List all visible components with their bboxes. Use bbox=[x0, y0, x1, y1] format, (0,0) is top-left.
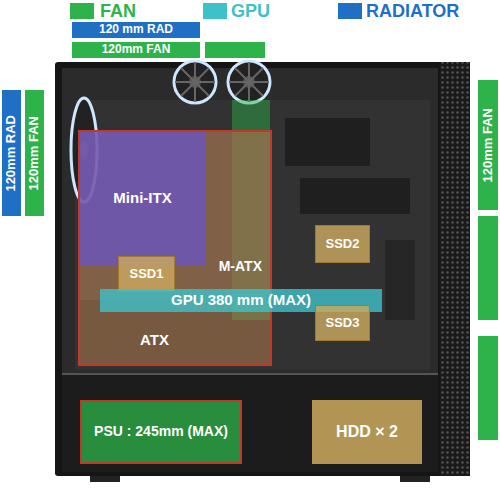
front-mesh bbox=[440, 62, 470, 476]
tray-cutout bbox=[300, 178, 410, 214]
node-label: 120mm FAN bbox=[27, 116, 41, 190]
fan-bar: 120mm FAN bbox=[25, 90, 44, 216]
case-body bbox=[55, 62, 470, 476]
top-fan bbox=[174, 61, 216, 103]
mini-itx-board-area: Mini-ITX bbox=[80, 132, 205, 265]
node-label: SSD3 bbox=[326, 316, 360, 330]
node-label: HDD × 2 bbox=[336, 423, 398, 441]
legend-text: GPU bbox=[231, 1, 270, 21]
top-fan bbox=[228, 61, 270, 103]
node-label: 120mm RAD bbox=[4, 115, 18, 192]
ssd-mount: SSD1 bbox=[118, 256, 175, 292]
radiator-bar: 120mm RAD bbox=[2, 90, 21, 216]
shroud-edge bbox=[62, 373, 438, 375]
case-foot bbox=[400, 476, 430, 482]
psu-shroud bbox=[62, 374, 438, 472]
case-foot bbox=[90, 476, 120, 482]
case-interior bbox=[62, 68, 438, 374]
ssd-mount: SSD2 bbox=[315, 225, 370, 263]
fan-bar bbox=[478, 336, 498, 440]
node-label: SSD2 bbox=[326, 237, 360, 251]
node-label: 120mm FAN bbox=[481, 108, 495, 182]
legend-swatch bbox=[338, 3, 362, 19]
atx-board-area: ATX M-ATX Mini-ITX SSD1 bbox=[78, 130, 272, 366]
node-label: GPU 380 mm (MAX) bbox=[171, 292, 311, 309]
motherboard-tray bbox=[75, 100, 430, 370]
ssd-mount: SSD3 bbox=[315, 305, 370, 341]
fan-bar: 120mm FAN bbox=[72, 42, 200, 58]
legend-text: RADIATOR bbox=[366, 1, 459, 21]
node-label: SSD1 bbox=[130, 267, 164, 281]
node-label: Mini-ITX bbox=[113, 190, 171, 207]
node-label: M-ATX bbox=[219, 259, 262, 274]
fan-bar bbox=[478, 216, 498, 320]
legend-swatch bbox=[203, 3, 227, 19]
radiator-bar: 120 mm RAD bbox=[72, 22, 200, 38]
matx-board-area: M-ATX Mini-ITX SSD1 bbox=[80, 132, 270, 300]
hdd-bay: HDD × 2 bbox=[312, 400, 422, 464]
node-label: 120 mm RAD bbox=[99, 23, 173, 36]
legend-text: FAN bbox=[100, 1, 136, 21]
fan-bar: 120mm FAN bbox=[478, 80, 498, 210]
legend-swatch bbox=[70, 3, 94, 19]
fan-bar bbox=[205, 42, 265, 58]
psu-bay: PSU : 245mm (MAX) bbox=[80, 400, 242, 464]
tray-cutout bbox=[285, 118, 370, 166]
node-label: PSU : 245mm (MAX) bbox=[94, 424, 228, 439]
node-label: 120mm FAN bbox=[102, 43, 171, 56]
node-label: ATX bbox=[140, 332, 169, 349]
tray-cutout bbox=[385, 240, 415, 320]
